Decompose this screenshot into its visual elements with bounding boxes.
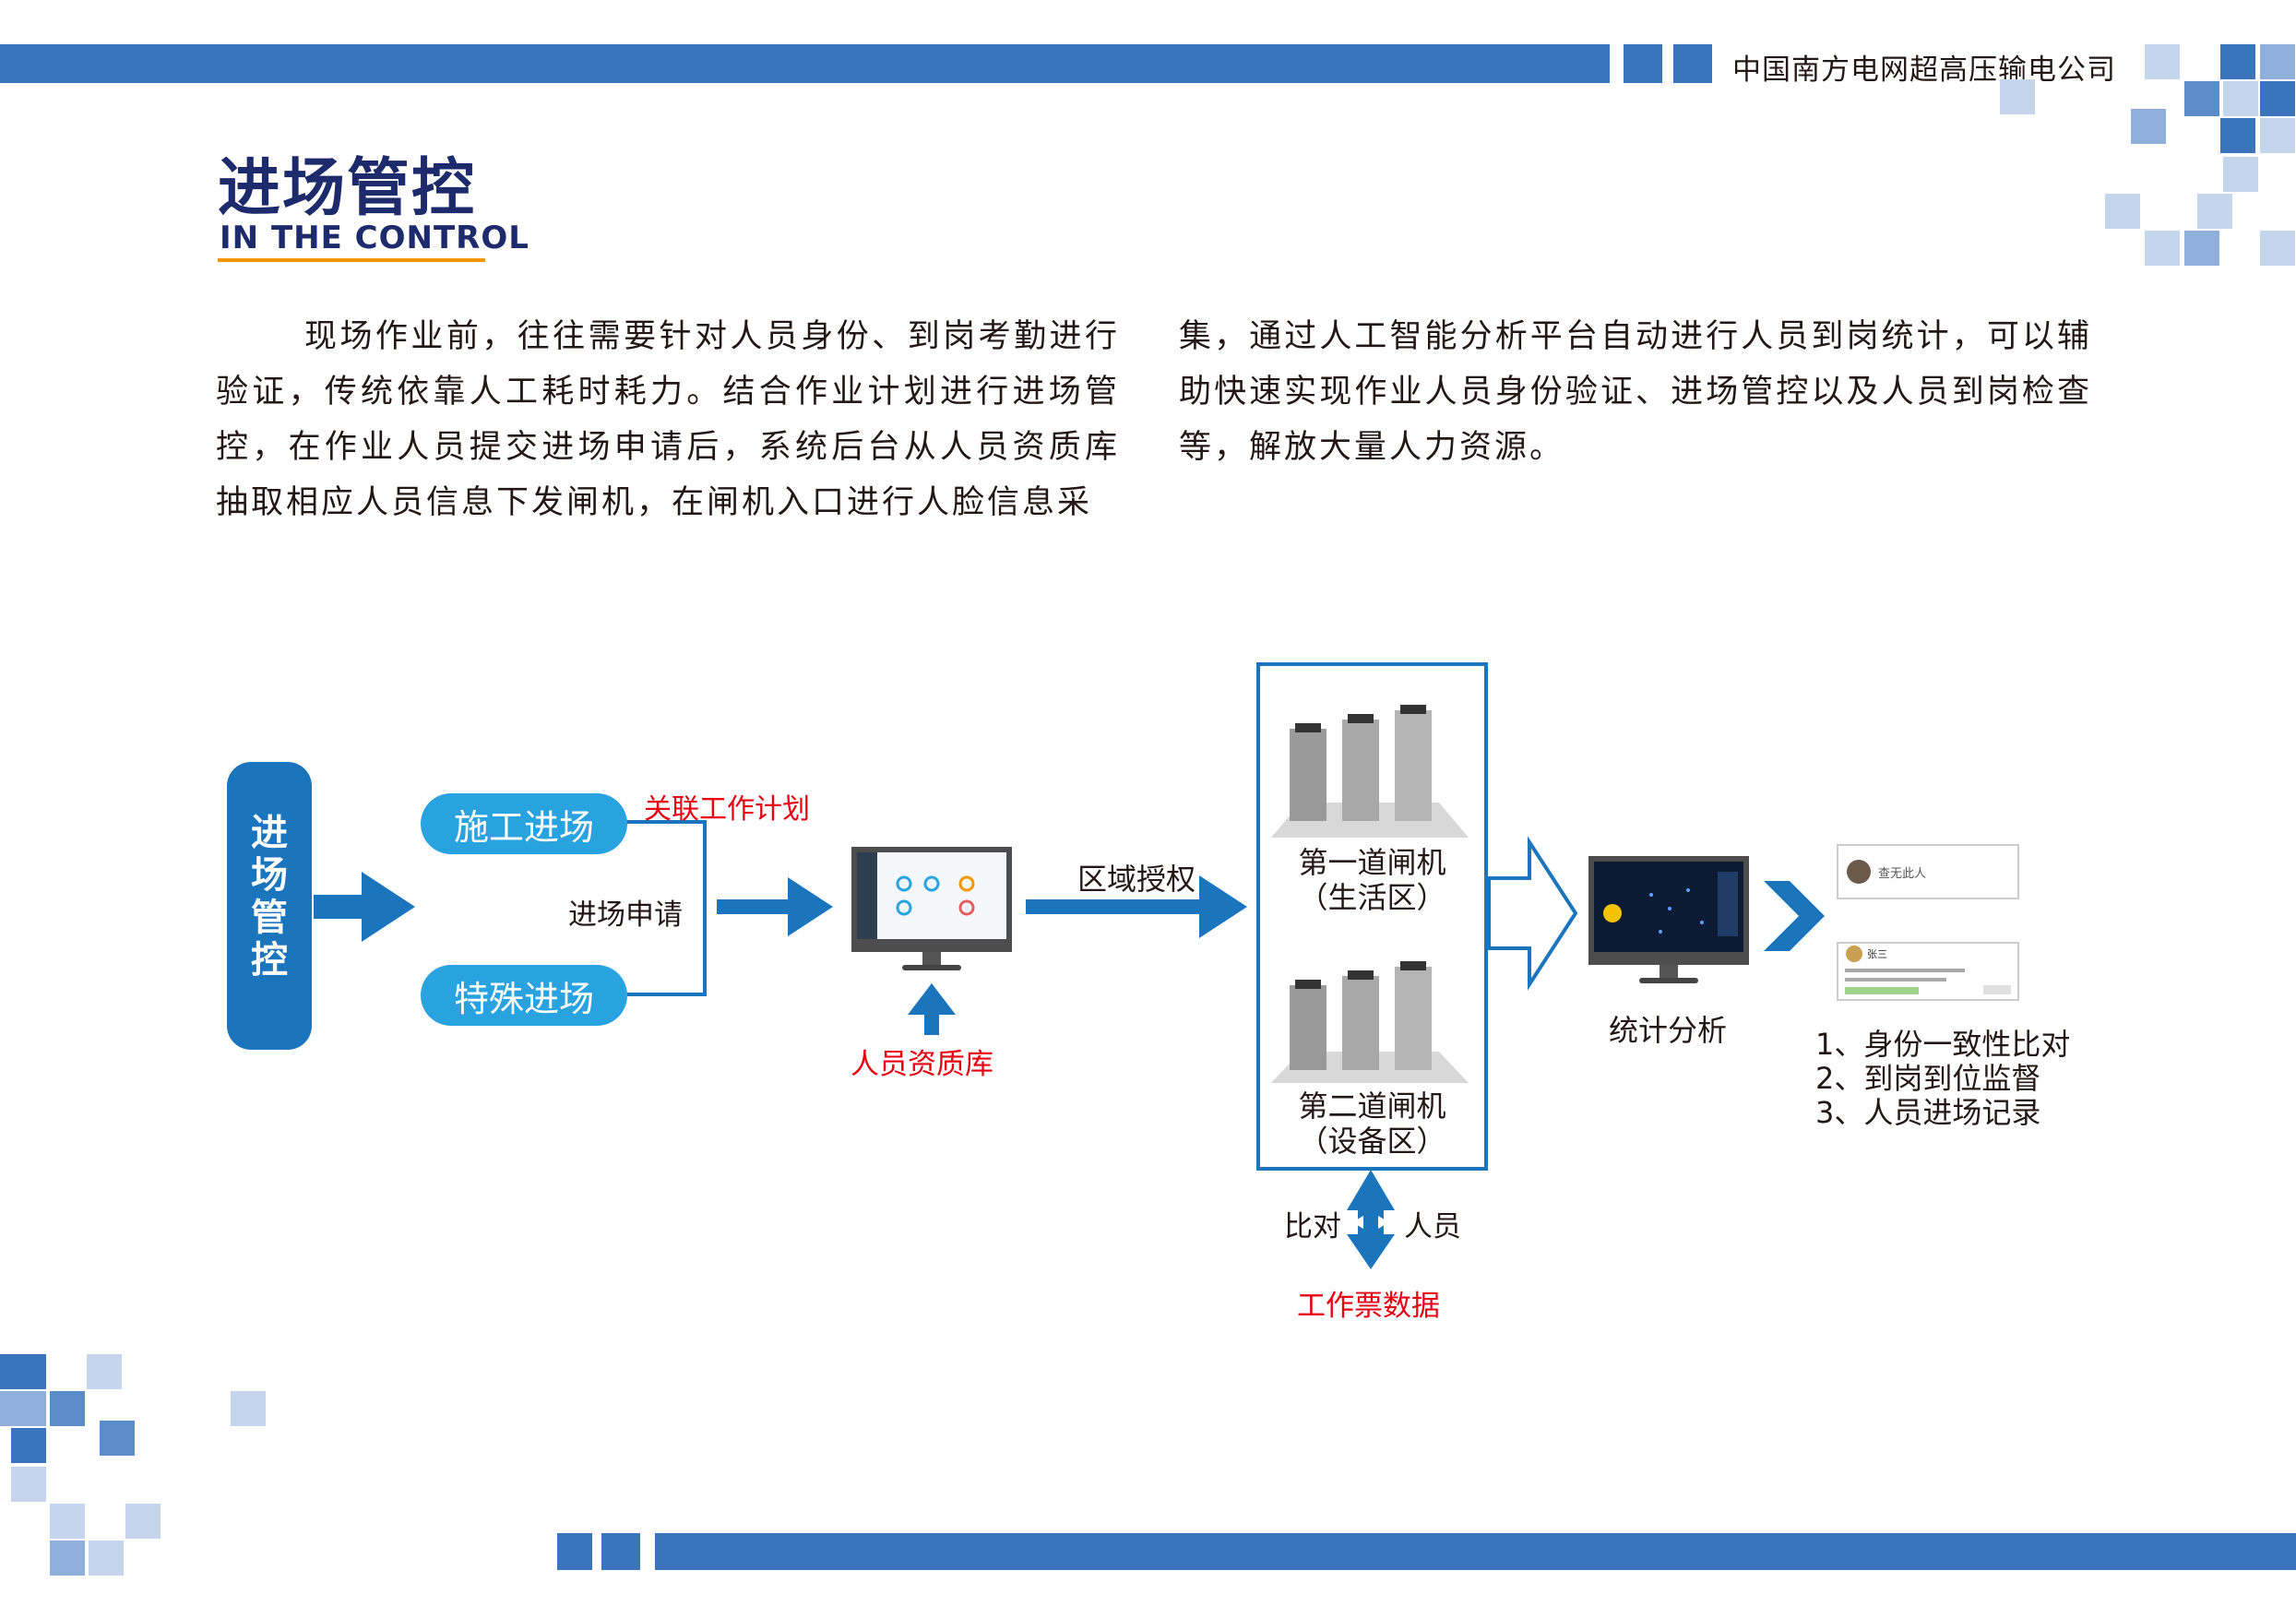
construction-entry-pill: 施工进场 xyxy=(421,793,627,854)
start-box xyxy=(227,762,312,1050)
gate-frame xyxy=(1256,662,1488,1171)
top-band-square-2 xyxy=(1673,44,1712,83)
result-card-2 xyxy=(1837,942,2019,1001)
link-plan-label: 关联工作计划 xyxy=(644,793,810,826)
bottom-band xyxy=(655,1533,2296,1570)
computer-1 xyxy=(851,847,1012,970)
result-item-2: 2、到岗到位监督 xyxy=(1815,1061,2041,1096)
personnel-label: 人员 xyxy=(1404,1210,1461,1243)
start-arrow xyxy=(314,872,415,942)
title-underline xyxy=(218,258,485,262)
page-title: 进场管控 xyxy=(218,152,477,225)
result-chevron xyxy=(1764,881,1825,951)
gate-image-1 xyxy=(1271,688,1469,838)
result-item-1: 1、身份一致性比对 xyxy=(1815,1027,2071,1062)
gate2-zone: （设备区） xyxy=(1298,1124,1446,1159)
bracket-line xyxy=(620,820,707,996)
zone-auth-label: 区域授权 xyxy=(1077,862,1196,897)
body-column-2: 集，通过人工智能分析平台自动进行人员到岗统计，可以辅助快速实现作业人员身份验证、… xyxy=(1179,309,2092,475)
bottom-band-square-1 xyxy=(557,1533,592,1570)
bottom-band-square-2 xyxy=(601,1533,640,1570)
body-column-1-text: 现场作业前，往往需要针对人员身份、到岗考勤进行验证，传统依靠人工耗时耗力。结合作… xyxy=(216,318,1120,521)
db-up-arrow xyxy=(908,983,956,1035)
body-column-2-text: 集，通过人工智能分析平台自动进行人员到岗统计，可以辅助快速实现作业人员身份验证、… xyxy=(1179,318,2092,466)
result-item-3: 3、人员进场记录 xyxy=(1815,1095,2041,1130)
ticket-side-arrows xyxy=(1352,1216,1363,1229)
company-name: 中国南方电网超高压输电公司 xyxy=(1732,54,2116,87)
compare-label: 比对 xyxy=(1284,1210,1341,1243)
apply-arrow xyxy=(717,877,833,936)
gate-image-2 xyxy=(1271,948,1469,1083)
special-entry-pill: 特殊进场 xyxy=(421,965,627,1026)
result-card-1-text: 查无此人 xyxy=(1878,867,1927,881)
result-card-1 xyxy=(1837,844,2019,899)
stats-label: 统计分析 xyxy=(1609,1013,1728,1048)
result-list: 1、身份一致性比对 2、到岗到位监督 3、人员进场记录 xyxy=(1815,1028,2070,1130)
start-label: 进场管控 xyxy=(251,812,288,982)
page-subtitle: IN THE CONTROL xyxy=(220,220,529,256)
top-band xyxy=(0,44,1610,83)
entry-apply-label: 进场申请 xyxy=(568,898,683,932)
ticket-data-label: 工作票数据 xyxy=(1297,1290,1440,1323)
ticket-double-arrow xyxy=(1347,1170,1395,1269)
result-card-2-name: 张三 xyxy=(1867,948,1887,960)
gate1-zone: （生活区） xyxy=(1298,880,1446,915)
gate1-name: 第一道闸机 xyxy=(1298,845,1446,880)
personnel-db-label: 人员资质库 xyxy=(851,1048,993,1081)
body-column-1: 现场作业前，往往需要针对人员身份、到岗考勤进行验证，传统依靠人工耗时耗力。结合作… xyxy=(216,309,1120,530)
merge-arrow xyxy=(1487,836,1578,991)
zone-arrow xyxy=(1026,875,1247,938)
top-band-square-1 xyxy=(1624,44,1662,83)
gate2-name: 第二道闸机 xyxy=(1298,1089,1446,1124)
computer-2 xyxy=(1588,856,1749,983)
